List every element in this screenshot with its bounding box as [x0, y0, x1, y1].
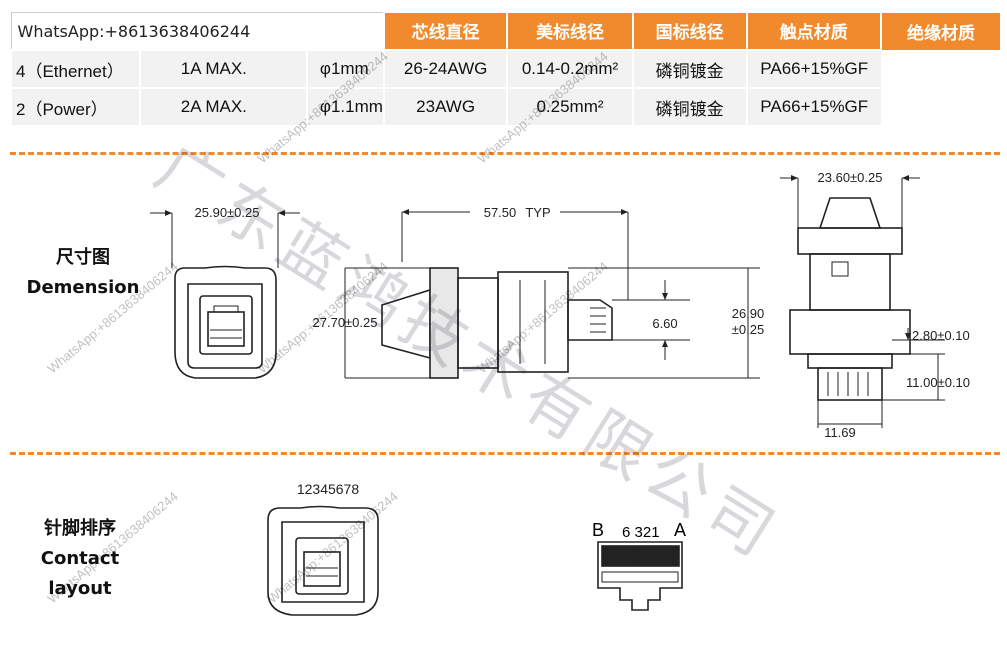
- dim-front-width: 25.90±0.25: [195, 205, 260, 220]
- corner-cell: WhatsApp:+8613638406244: [10, 12, 385, 51]
- pin-numbers: 12345678: [297, 481, 360, 497]
- dim-side-height-a: 26.90: [732, 306, 765, 321]
- table-cell: φ1mm: [305, 49, 384, 88]
- contact-label: 针脚排序 Contact layout: [20, 514, 140, 604]
- table-cell: 4（Ethernet）: [10, 49, 140, 88]
- contact-label-en-1: Contact: [40, 548, 120, 569]
- table-cell: PA66+15%GF: [745, 87, 881, 125]
- side-b-label: B: [592, 520, 604, 540]
- dim-length: 57.50: [484, 205, 517, 220]
- side-view-drawing: [381, 267, 613, 379]
- table-cell: φ1.1mm: [305, 87, 384, 125]
- table-cell: 1A MAX.: [138, 49, 307, 88]
- dimension-label-cn: 尺寸图: [56, 247, 110, 268]
- header-cell: 国标线径: [631, 12, 747, 50]
- contact-label-en-2: layout: [48, 578, 112, 599]
- header-cell: 美标线径: [506, 12, 633, 50]
- contact-front-drawing: [267, 505, 379, 616]
- table-cell: 2（Power）: [10, 87, 140, 125]
- dim-rear-plug-height: 11.00±0.10: [906, 375, 970, 390]
- dim-rear-step: 2.80±0.10: [912, 328, 970, 343]
- dim-length-suffix: TYP: [525, 205, 550, 220]
- dim-plug-offset: 6.60: [652, 316, 677, 331]
- table-row: 4（Ethernet） 1A MAX. φ1mm 26-24AWG 0.14-0…: [10, 49, 1000, 88]
- table-cell: 磷铜镀金: [631, 87, 747, 125]
- table-cell: 0.25mm²: [506, 87, 633, 125]
- pin-labels: 6 321: [622, 524, 660, 541]
- dimension-label-en: Demension: [26, 277, 140, 298]
- side-a-label: A: [674, 520, 686, 540]
- header-cell: 触点材质: [745, 12, 881, 50]
- header-cell: 绝缘材质: [879, 12, 1000, 50]
- section-divider: [10, 152, 1000, 155]
- table-cell: 2A MAX.: [138, 87, 307, 125]
- rear-view-drawing: [789, 197, 911, 401]
- section-divider: [10, 452, 1000, 455]
- spec-table: WhatsApp:+8613638406244 芯线直径 美标线径 国标线径 触…: [10, 12, 1000, 125]
- table-cell: PA66+15%GF: [745, 49, 881, 88]
- table-cell: 磷铜镀金: [631, 49, 747, 88]
- dimension-label: 尺寸图 Demension: [18, 243, 148, 303]
- table-cell: 23AWG: [382, 87, 508, 125]
- dim-rear-plug-width: 11.69: [824, 425, 856, 440]
- table-cell: 0.14-0.2mm²: [506, 49, 633, 88]
- front-view-drawing: [174, 265, 277, 379]
- table-row: 2（Power） 2A MAX. φ1.1mm 23AWG 0.25mm² 磷铜…: [10, 87, 1000, 125]
- dim-side-height-b: ±0.25: [732, 322, 764, 337]
- rj45-pinout-drawing: [597, 541, 683, 611]
- header-cell: 芯线直径: [382, 12, 508, 50]
- contact-label-cn: 针脚排序: [44, 518, 116, 539]
- table-cell: 26-24AWG: [382, 49, 508, 88]
- table-header-row: WhatsApp:+8613638406244 芯线直径 美标线径 国标线径 触…: [10, 12, 1000, 51]
- dim-rear-width: 23.60±0.25: [818, 170, 883, 185]
- dim-front-height: 27.70±0.25: [313, 315, 378, 330]
